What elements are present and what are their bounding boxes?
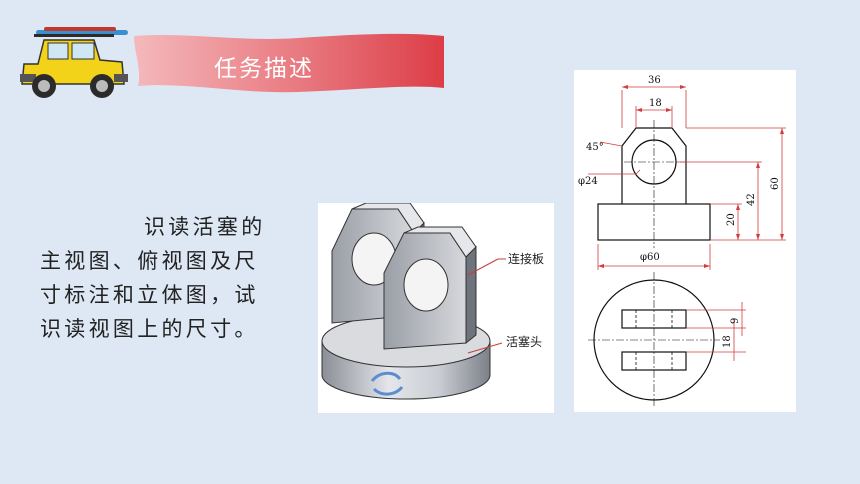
dim-angle-45: 45° xyxy=(586,142,604,153)
dim-18-inner: 18 xyxy=(649,98,662,109)
title-banner xyxy=(134,33,444,93)
dim-60: 60 xyxy=(770,177,781,190)
label-piston-head: 活塞头 xyxy=(506,334,542,349)
piston-3d-drawing: 连接板 活塞头 xyxy=(321,202,544,400)
dim-base-diameter: φ60 xyxy=(640,252,660,263)
jeep-car-icon xyxy=(20,27,128,98)
orthographic-drawing: 36 18 45° φ24 φ60 20 42 60 9 18 xyxy=(574,70,796,412)
dim-20: 20 xyxy=(726,213,737,226)
dim-42: 42 xyxy=(746,193,757,206)
label-connecting-plate: 连接板 xyxy=(508,251,544,266)
dim-hole-diameter: φ24 xyxy=(578,176,598,187)
dim-9: 9 xyxy=(730,318,741,324)
dimensioned-views: 36 18 45° φ24 φ60 20 42 60 9 18 xyxy=(578,75,786,408)
page-title: 任务描述 xyxy=(214,56,314,82)
dim-18-spacing: 18 xyxy=(722,335,733,348)
task-description: 识读活塞的主视图、俯视图及尺寸标注和立体图，试识读视图上的尺寸。 xyxy=(40,210,272,346)
dim-36: 36 xyxy=(648,75,661,86)
description-text: 识读活塞的主视图、俯视图及尺寸标注和立体图，试识读视图上的尺寸。 xyxy=(40,215,266,341)
isometric-figure: 连接板 活塞头 xyxy=(318,202,554,413)
